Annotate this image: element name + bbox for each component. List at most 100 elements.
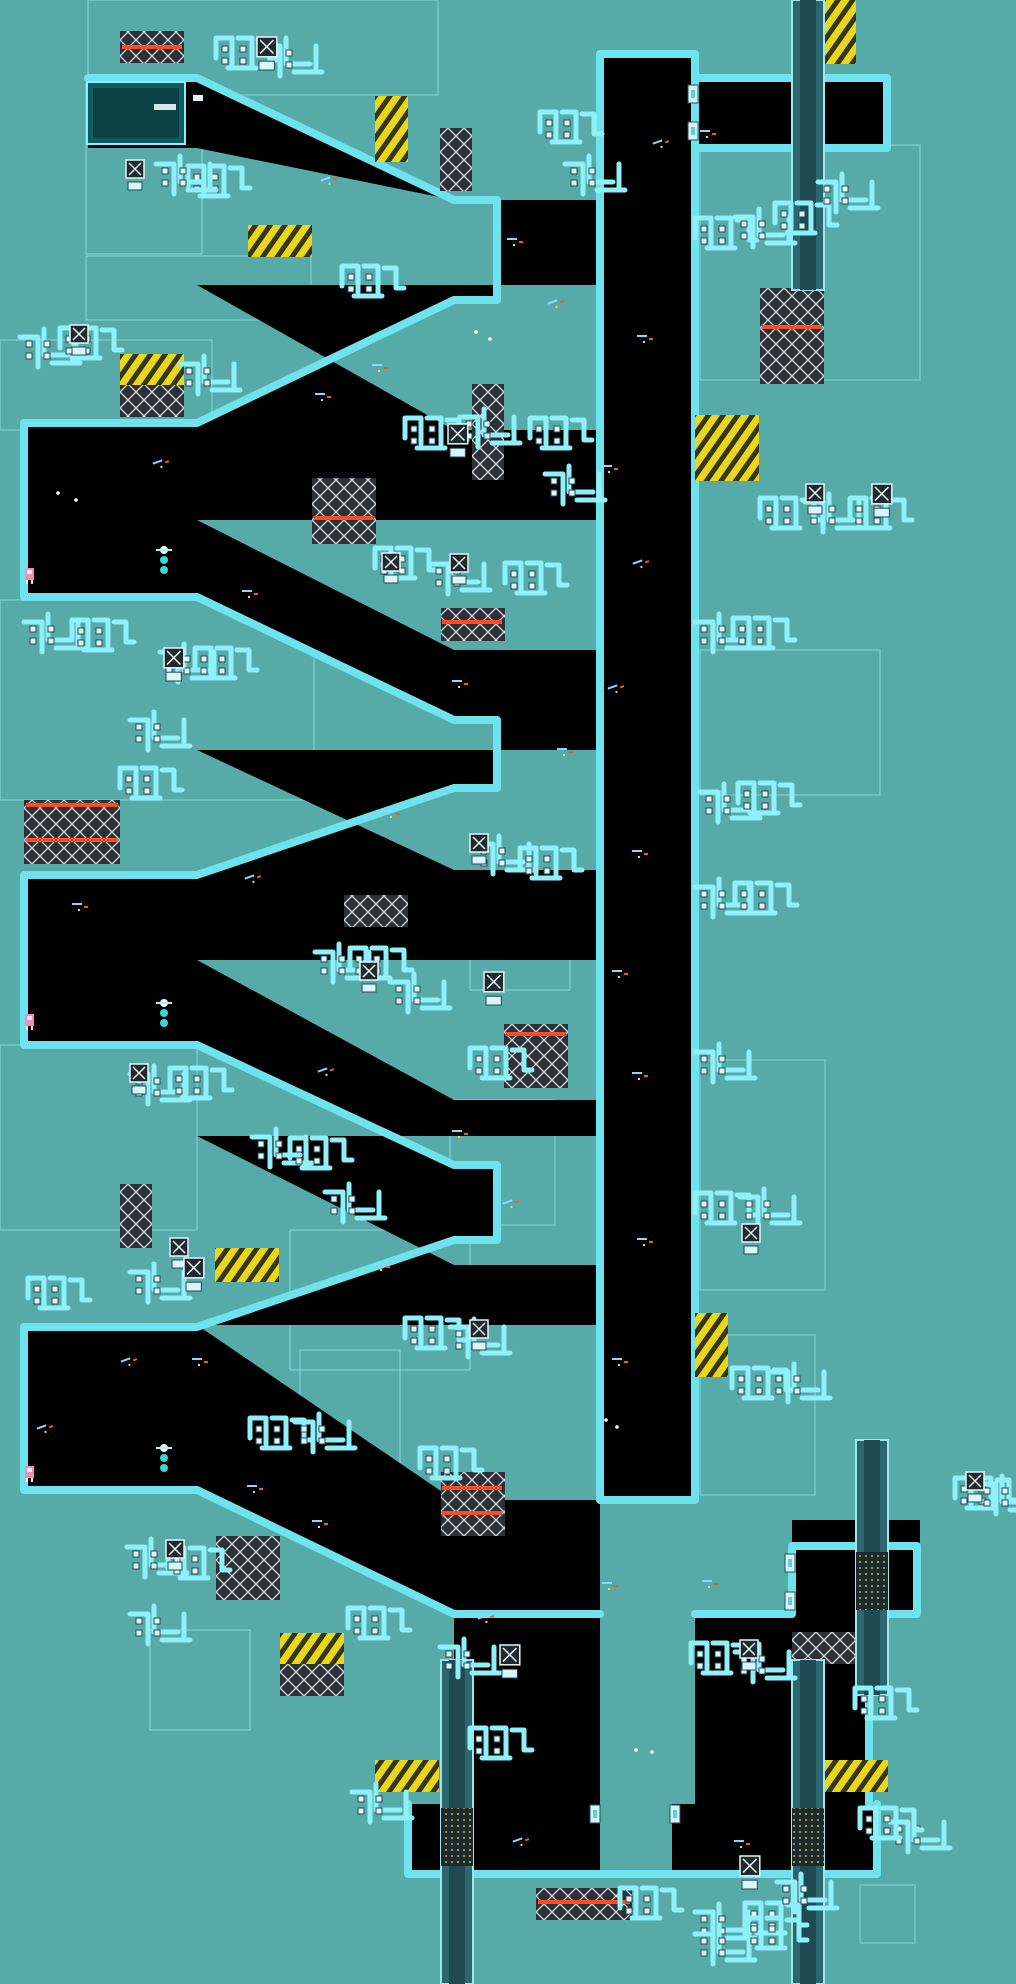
spark-dot <box>74 498 78 502</box>
arrow-marker-icon <box>317 1067 335 1077</box>
grate-icon <box>441 608 505 641</box>
arrow-marker-icon <box>477 1614 495 1624</box>
arrow-marker-icon <box>607 684 625 694</box>
robot-sprite <box>25 568 34 584</box>
arrow-marker-icon <box>632 1072 648 1080</box>
pipe-cluster-icon <box>887 1811 953 1855</box>
pipe-cluster-icon <box>185 163 253 199</box>
arrow-marker-icon <box>512 1837 530 1847</box>
shaft-inner <box>800 0 816 290</box>
arrow-marker-icon <box>384 810 400 818</box>
arrow-marker-icon <box>547 299 565 309</box>
pipe-cluster-icon <box>742 1915 810 1951</box>
pipe-cluster-icon <box>387 971 453 1015</box>
hazard-zones <box>120 0 888 1792</box>
pipe-cluster-icon <box>542 463 608 507</box>
pipe-cluster-icon <box>815 171 881 215</box>
pipe-cluster-icon <box>735 780 803 816</box>
map-sprites <box>25 546 172 1482</box>
arrow-marker-icon <box>120 1357 138 1367</box>
grate-icon <box>120 1184 152 1248</box>
pipe-cluster-icon <box>772 200 840 236</box>
pipe-cluster-icon <box>688 1640 756 1676</box>
arrow-marker-icon <box>637 335 653 343</box>
pipe-cluster-icon <box>153 153 219 197</box>
arrow-marker-icon <box>632 559 650 569</box>
arrow-marker-icon <box>507 238 523 246</box>
spark-dot <box>604 1418 608 1422</box>
pipe-cluster-icon <box>117 765 185 801</box>
console-icon <box>499 1644 521 1679</box>
arrow-marker-icon <box>374 1263 390 1271</box>
arrow-marker-icon <box>247 1485 263 1493</box>
pipe-cluster-icon <box>127 709 193 753</box>
arrow-marker-icon <box>242 590 258 598</box>
pipe-cluster-icon <box>25 1275 93 1311</box>
pipe-cluster-icon <box>349 1781 415 1825</box>
console-icon <box>469 1319 489 1351</box>
pipe-cluster-icon <box>69 617 137 653</box>
generator-icon <box>156 1444 172 1472</box>
spark-dot <box>474 330 478 334</box>
grate-icon <box>280 1664 344 1696</box>
pipe-cluster-icon <box>322 1181 388 1225</box>
arrow-marker-icon <box>452 1130 468 1138</box>
arrow-marker-icon <box>312 1520 328 1528</box>
door-frame <box>589 1804 601 1824</box>
arrow-marker-icon <box>36 1424 54 1434</box>
pipe-cluster-icon <box>437 1636 503 1680</box>
console-icon <box>739 1855 761 1890</box>
door-frame <box>669 1804 681 1824</box>
arrow-marker-icon <box>700 130 716 138</box>
pipe-cluster-icon <box>457 406 523 450</box>
pipe-cluster-icon <box>467 1725 535 1761</box>
door-frame <box>687 121 699 141</box>
panel-left-e <box>0 1044 198 1231</box>
panel-top-left <box>87 0 439 96</box>
pipe-cluster-icon <box>697 781 763 825</box>
spark-dot <box>488 337 492 341</box>
hazard-stripe-icon <box>695 1313 728 1377</box>
console-icon <box>447 423 469 458</box>
pipe-cluster-icon <box>127 1261 193 1305</box>
arrow-marker-icon <box>72 903 88 911</box>
pipe-cluster-icon <box>417 1445 485 1481</box>
arrow-marker-icon <box>632 850 648 858</box>
vertical-shafts <box>440 0 889 1984</box>
pipe-cluster-icon <box>287 1135 355 1171</box>
arrow-marker-icon <box>652 139 670 149</box>
arrow-marker-icon <box>734 1840 750 1848</box>
panel-right-e <box>859 1884 916 1944</box>
pipe-cluster-icon <box>467 1045 535 1081</box>
pipe-cluster-icon <box>537 109 605 145</box>
pipe-cluster-icon <box>339 263 407 299</box>
door-frame <box>687 84 699 104</box>
pipe-cluster-icon <box>767 1361 833 1405</box>
spark-dot <box>650 1750 654 1754</box>
pipe-cluster-icon <box>192 645 260 681</box>
hazard-stripe-icon <box>375 96 408 162</box>
console-icon <box>483 971 505 1006</box>
arrow-marker-icon <box>637 1238 653 1246</box>
arrow-marker-icon <box>612 1358 628 1366</box>
panel-right-d <box>699 1334 816 1496</box>
monitor-readout <box>154 104 176 110</box>
corridor-borders <box>20 50 921 1878</box>
console-icon <box>449 553 469 585</box>
monitor-control <box>193 95 203 101</box>
grate-icon <box>344 895 408 927</box>
grate-icon <box>312 478 376 544</box>
pipe-cluster-icon <box>127 1603 193 1647</box>
panel-right-c <box>699 1059 826 1291</box>
arrow-marker-icon <box>372 364 388 372</box>
pipe-cluster-icon <box>527 415 595 451</box>
grate-icon <box>760 288 824 384</box>
grate-icon <box>440 128 472 191</box>
console-icon <box>165 1539 185 1571</box>
spark-dot <box>615 1425 619 1429</box>
pipe-cluster-icon <box>167 1065 235 1101</box>
warning-lights <box>26 45 822 1904</box>
robot-sprite <box>25 1466 34 1482</box>
panel-right-b <box>699 649 881 796</box>
